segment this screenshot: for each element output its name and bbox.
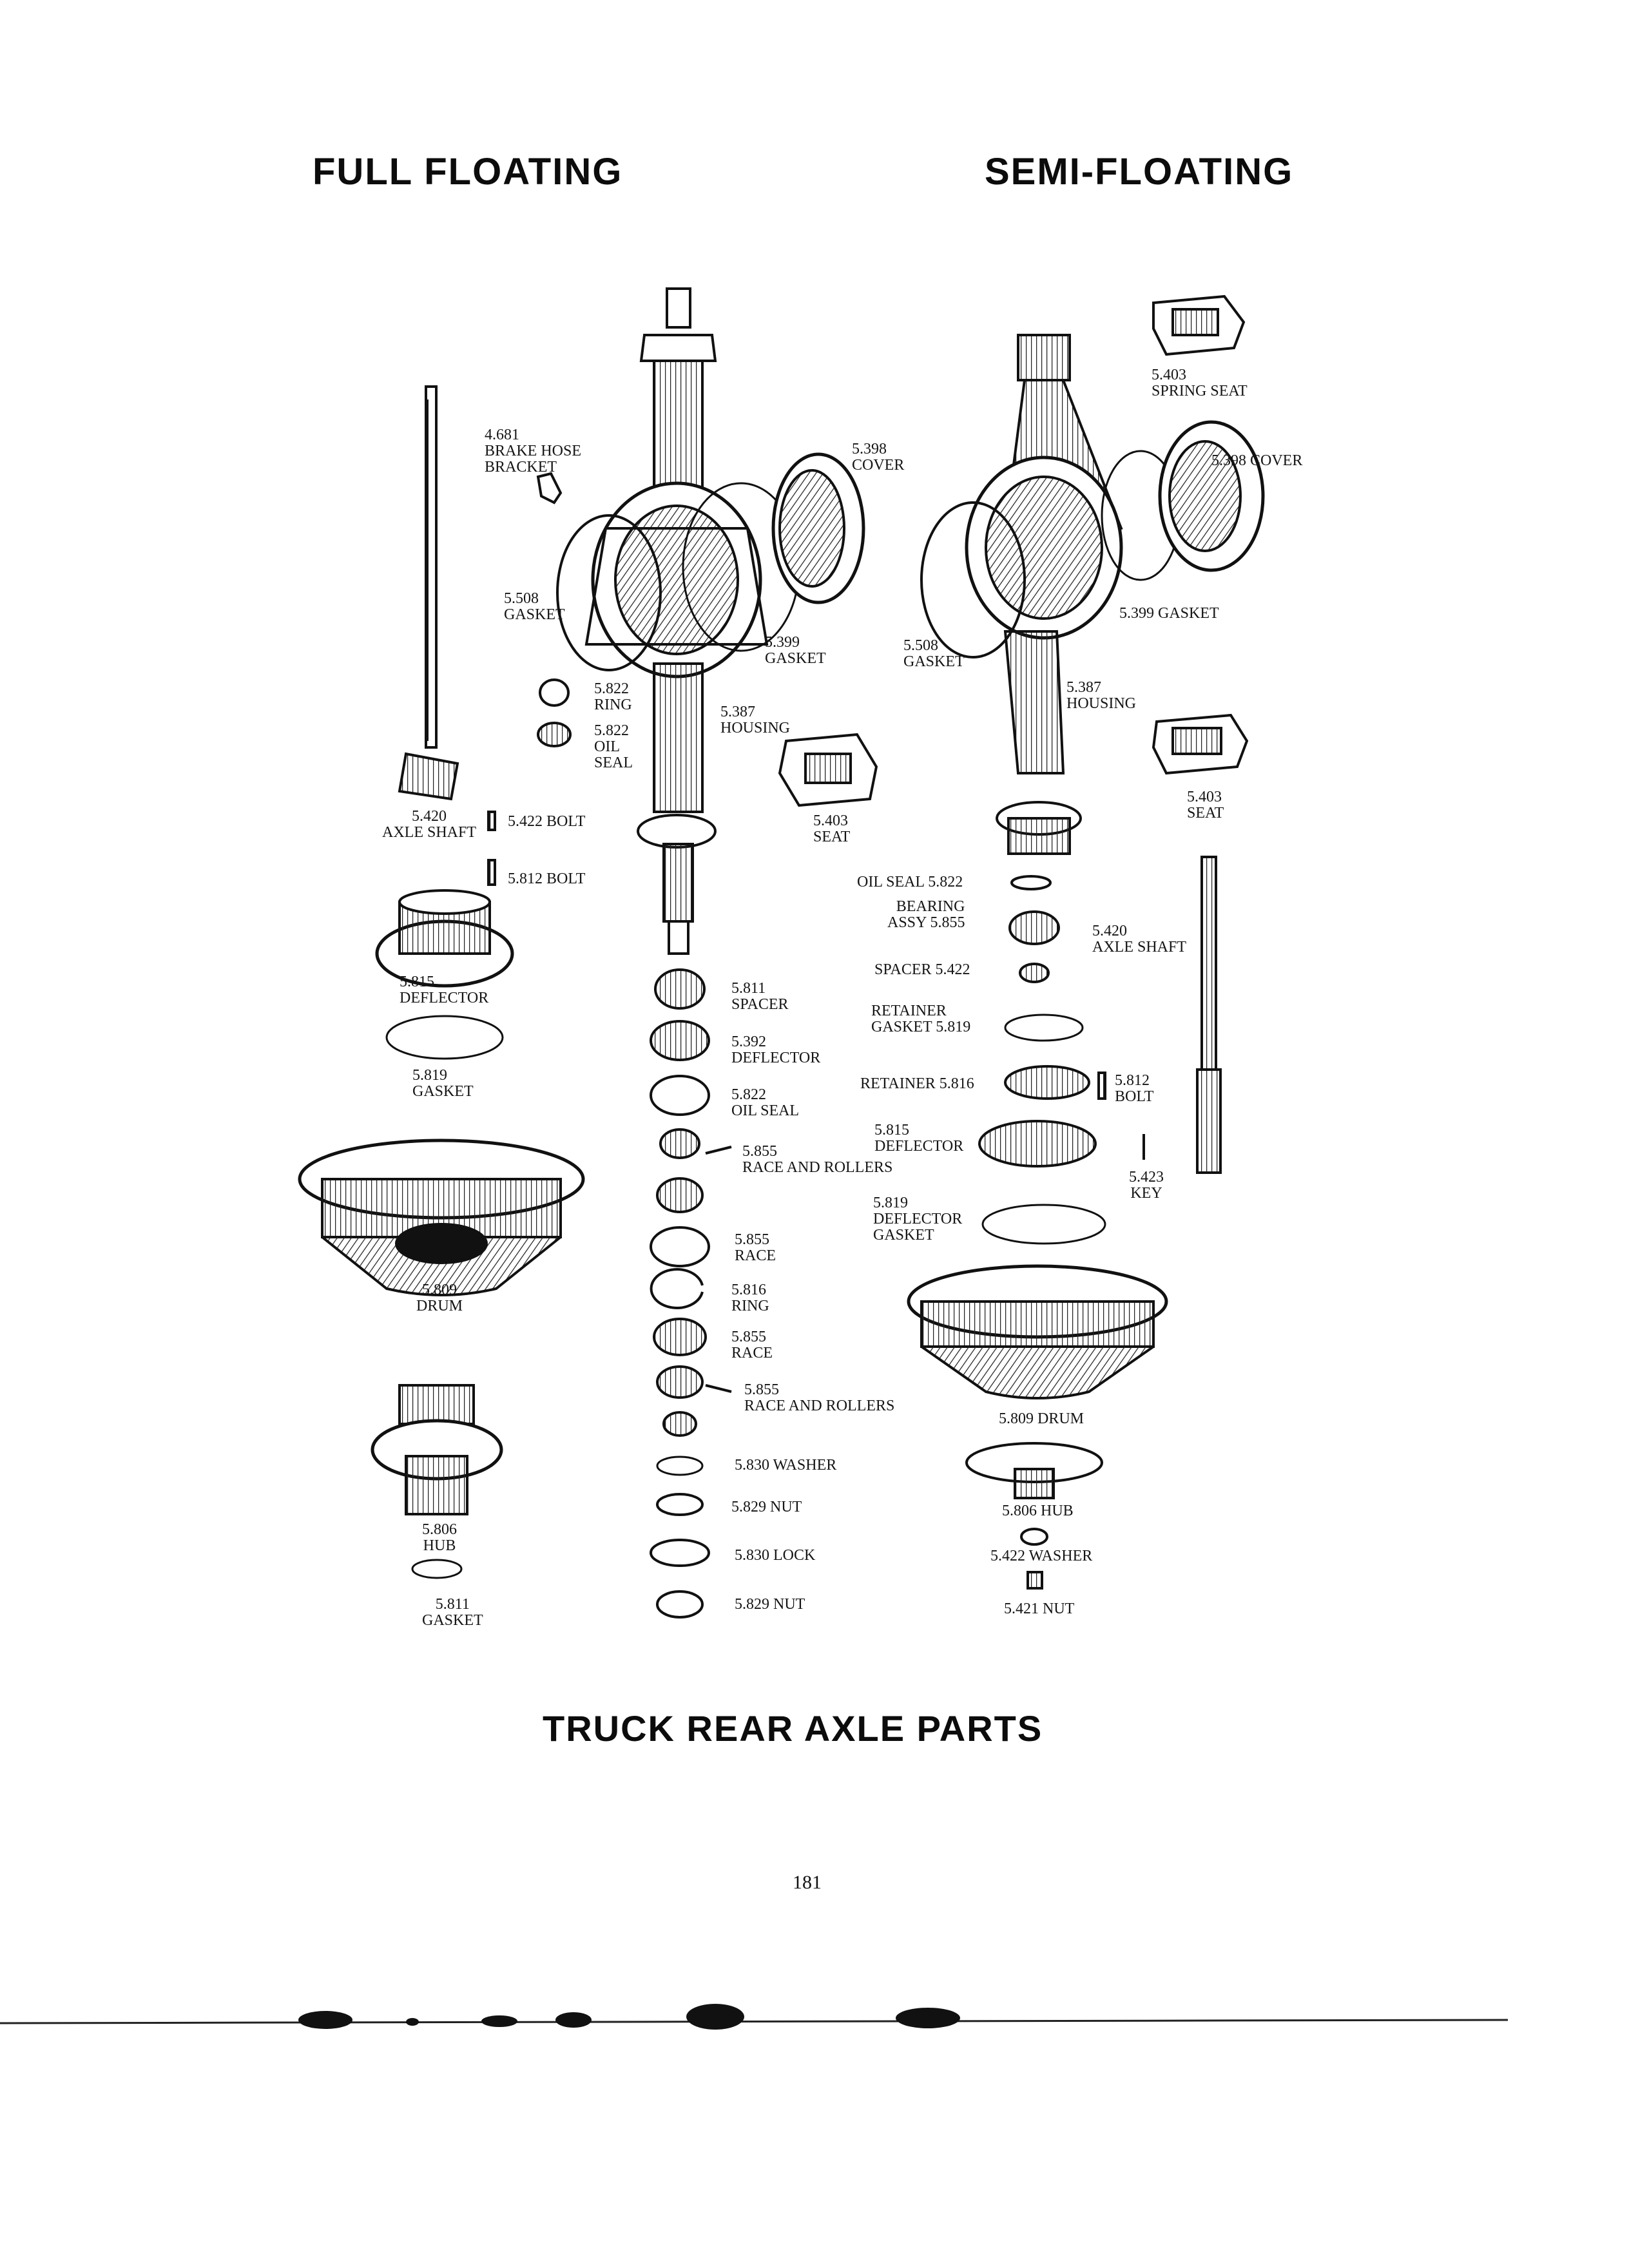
full-floating-heading: FULL FLOATING [313,151,623,193]
ff-bolt-422-drawing [487,811,496,831]
ff-housing-drawing [584,287,769,955]
sf-cover-drawing [1158,420,1265,572]
label-ff-oil-seal-822: 5.822 OIL SEAL [594,722,633,771]
label-ff-race-rollers-1: 5.855 RACE AND ROLLERS [742,1143,893,1176]
label-sf-housing: 5.387 HOUSING [1066,679,1136,712]
ff-bolt-812-drawing [487,859,496,886]
label-ff-housing: 5.387 HOUSING [720,704,790,736]
label-ff-seat: 5.403 SEAT [813,812,851,845]
label-sf-oil-seal: OIL SEAL 5.822 [857,874,963,890]
label-ff-oil-seal: 5.822 OIL SEAL [731,1086,800,1119]
label-sf-spring-seat: 5.403 SPRING SEAT [1152,367,1248,399]
label-ff-bolt-422: 5.422 BOLT [508,813,586,830]
semi-floating-heading: SEMI-FLOATING [985,151,1294,193]
ff-gasket-508-drawing [556,514,662,671]
label-sf-spacer: SPACER 5.422 [874,961,970,978]
label-sf-axle-shaft: 5.420 AXLE SHAFT [1092,923,1187,956]
ff-bearing-stack-drawing [650,968,732,1619]
label-ff-gasket-811: 5.811 GASKET [422,1596,483,1629]
label-ff-gasket-399: 5.399 GASKET [765,634,826,667]
label-sf-deflector: 5.815 DEFLECTOR [874,1122,964,1155]
label-ff-ring-822: 5.822 RING [594,680,632,713]
label-sf-seat: 5.403 SEAT [1187,789,1224,822]
ff-seat-drawing [778,733,878,807]
ff-hub-drawing [371,1384,503,1515]
label-ff-drum: 5.809 DRUM [416,1282,463,1314]
label-ff-cover: 5.398 COVER [852,441,905,474]
label-sf-nut: 5.421 NUT [1004,1600,1075,1617]
label-ff-deflector-392: 5.392 DEFLECTOR [731,1033,821,1066]
label-sf-gasket-399: 5.399 GASKET [1119,605,1219,622]
sf-housing-drawing [965,334,1123,855]
ff-gasket-811-drawing [411,1559,463,1579]
label-ff-lock-830: 5.830 LOCK [735,1547,816,1564]
label-sf-retainer: RETAINER 5.816 [860,1075,974,1092]
brake-hose-bracket-drawing [536,472,563,505]
page-title: TRUCK REAR AXLE PARTS [543,1708,1043,1749]
ff-axle-shaft-drawing [398,385,459,801]
sf-washer-drawing [1020,1528,1048,1546]
sf-spring-seat-drawing [1152,294,1246,356]
label-ff-gasket-508: 5.508 GASKET [504,590,565,623]
sf-part-stack-drawing [978,875,1106,1245]
bottom-rule-drawing [0,2004,1509,2030]
label-ff-brake-hose-bracket: 4.681 BRAKE HOSE BRACKET [485,427,582,476]
label-ff-bolt-812: 5.812 BOLT [508,870,586,887]
label-ff-race-1: 5.855 RACE [735,1231,776,1264]
label-sf-hub: 5.806 HUB [1002,1503,1074,1519]
label-sf-deflector-gasket: 5.819 DEFLECTOR GASKET [873,1195,963,1244]
label-ff-nut-829-a: 5.829 NUT [731,1499,802,1515]
ff-deflector-815-drawing [375,889,514,988]
ff-ring-822-drawing [539,678,570,707]
sf-bolt-drawing [1097,1072,1106,1100]
label-sf-washer: 5.422 WASHER [990,1548,1093,1564]
label-ff-race-2: 5.855 RACE [731,1329,773,1361]
label-sf-retainer-gasket: RETAINER GASKET 5.819 [871,1003,971,1035]
label-sf-gasket-508: 5.508 GASKET [903,637,965,670]
label-ff-spacer-811: 5.811 SPACER [731,980,789,1013]
ff-cover-drawing [771,452,865,604]
label-ff-ring-816: 5.816 RING [731,1282,769,1314]
label-ff-washer-830: 5.830 WASHER [735,1457,837,1474]
sf-drum-drawing [907,1264,1168,1399]
ff-drum-drawing [298,1139,585,1296]
label-sf-cover: 5.398 COVER [1211,452,1303,469]
sf-nut-drawing [1027,1571,1043,1590]
ff-oil-seal-822-drawing [537,722,572,747]
sf-hub-drawing [965,1442,1103,1499]
ff-gasket-819-drawing [385,1015,504,1060]
label-ff-hub: 5.806 HUB [422,1521,457,1554]
label-sf-key: 5.423 KEY [1129,1169,1164,1202]
label-ff-axle-shaft: 5.420 AXLE SHAFT [382,808,477,841]
label-ff-race-rollers-2: 5.855 RACE AND ROLLERS [744,1381,895,1414]
page-number: 181 [793,1872,822,1893]
label-ff-gasket-819: 5.819 GASKET [412,1067,474,1100]
sf-gasket-508-drawing [920,501,1026,658]
label-ff-nut-829-b: 5.829 NUT [735,1596,805,1613]
sf-axle-shaft-drawing [1196,856,1222,1174]
label-sf-drum: 5.809 DRUM [999,1410,1084,1427]
sf-seat-drawing [1152,713,1249,775]
label-sf-bearing-assy: BEARING ASSY 5.855 [887,898,965,931]
label-sf-bolt: 5.812 BOLT [1115,1072,1154,1105]
label-ff-deflector-815: 5.815 DEFLECTOR [400,974,489,1006]
